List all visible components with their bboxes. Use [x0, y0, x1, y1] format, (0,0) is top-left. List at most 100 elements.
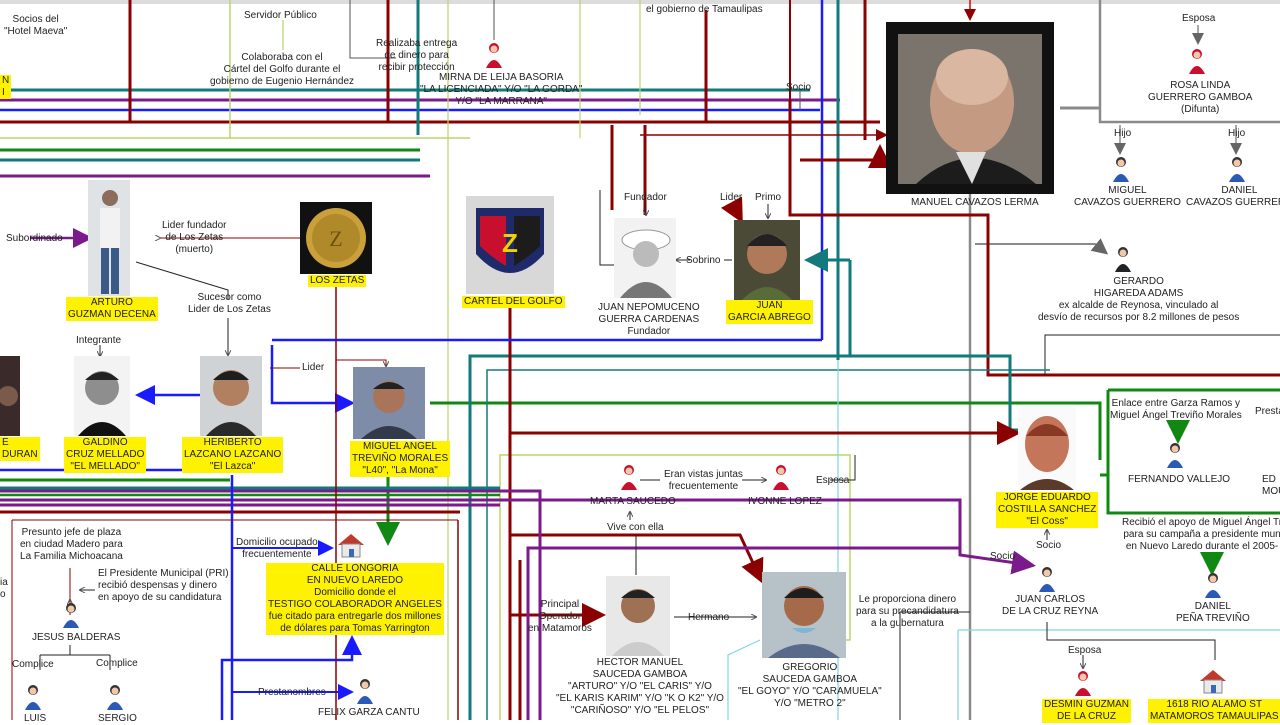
esposa-label-3: Esposa [1068, 645, 1102, 656]
principal-label: Principal Operador en Matamoros [528, 599, 592, 634]
subordinado-label: Subordinado [6, 233, 63, 244]
socio-label-3: Socio [990, 551, 1016, 562]
proporciona-label: Le proporciona dinero para su precandida… [856, 594, 959, 629]
los-zetas-badge: Z [300, 202, 372, 274]
gregorio-photo [762, 572, 846, 658]
arturo-name: ARTURO GUZMAN DECENA [66, 297, 158, 321]
hotel-socios-label: Socios del "Hotel Maeva" [4, 14, 68, 37]
person-icon-marta [621, 465, 637, 490]
cartel-golfo-name: CARTEL DEL GOLFO [462, 296, 565, 308]
galdino-name: GALDINO CRUZ MELLADO "EL MELLADO" [64, 437, 147, 473]
enlace-label: Enlace entre Garza Ramos y Miguel Ángel … [1110, 398, 1242, 421]
luis-name: LUIS [24, 713, 47, 724]
daniel-pena-name: DANIEL PEÑA TREVIÑO [1176, 601, 1250, 624]
recibio-label: Recibió el apoyo de Miguel Ángel Tr para… [1122, 517, 1280, 552]
prestanombres-label: Prestanombres [258, 687, 326, 698]
colaboraba-label: Colaboraba con el Cártel del Golfo duran… [210, 52, 354, 87]
primo-label: Primo [755, 192, 782, 203]
person-icon-juan-carlos [1039, 567, 1055, 592]
hector-name: HECTOR MANUEL SAUCEDA GAMBOA "ARTURO" Y/… [556, 657, 724, 716]
gerardo-name: GERARDO HIGAREDA ADAMS ex alcalde de Rey… [1038, 276, 1240, 323]
fundador-label: Fundador [624, 192, 667, 203]
complice-label-1: Complice [12, 659, 54, 670]
miguel-cav-name: MIGUEL CAVAZOS GUERRERO [1074, 185, 1181, 208]
svg-text:Z: Z [502, 228, 518, 258]
hector-photo [606, 576, 670, 656]
eran-vistas-label: Eran vistas juntas frecuentemente [664, 469, 743, 492]
jorge-costilla-photo [1018, 406, 1076, 490]
person-icon-daniel-cav [1229, 157, 1245, 182]
person-icon-miguel-cav [1113, 157, 1129, 182]
calle-longoria-name: CALLE LONGORIA EN NUEVO LAREDO Domicilio… [266, 563, 444, 635]
person-icon-daniel-pena [1205, 573, 1221, 598]
marta-name: MARTA SAUCEDO [590, 496, 676, 507]
person-icon-jesus [63, 603, 79, 628]
manuel-cavazos-photo-frame [886, 22, 1054, 194]
presunto-label: Presunto jefe de plaza en ciudad Madero … [20, 527, 123, 562]
socio-label-2: Socio [1036, 540, 1062, 551]
person-icon-luis [25, 685, 41, 710]
left-edge-name-top: N I [0, 75, 12, 99]
los-zetas-name: LOS ZETAS [308, 275, 367, 287]
sucesor-label: Sucesor como Lider de Los Zetas [188, 292, 271, 315]
esposa-label-top: Esposa [1182, 13, 1216, 24]
lider-label-2: Lider [302, 362, 325, 373]
galdino-photo [74, 356, 130, 436]
juan-garcia-name: JUAN GARCIA ABREGO [726, 300, 813, 324]
person-icon-fernando [1167, 443, 1183, 468]
gregorio-name: GREGORIO SAUCEDA GAMBOA "EL GOYO" Y/O "C… [738, 662, 882, 709]
juan-garcia-photo [734, 220, 800, 300]
juan-carlos-name: JUAN CARLOS DE LA CRUZ REYNA [1002, 594, 1099, 617]
rio-alamo-name: 1618 RIO ALAMO ST MATAMOROS TAMAULIPAS [1148, 699, 1280, 723]
left-edge-photo [0, 356, 20, 436]
realizaba-label: Realizaba entrega de dinero para recibir… [376, 38, 458, 73]
presta-label: Presta [1255, 406, 1280, 417]
person-icon-desmin [1075, 671, 1091, 696]
arturo-guzman-photo [88, 180, 130, 296]
socio-label-top: Socio [786, 82, 812, 93]
svg-text:Z: Z [329, 226, 342, 251]
rosa-name: ROSA LINDA GUERRERO GAMBOA (Difunta) [1148, 80, 1253, 115]
integrante-label: Integrante [76, 335, 122, 346]
lider-fundador-label: Lider fundador de Los Zetas (muerto) [162, 220, 227, 255]
ivonne-name: IVONNE LOPEZ [748, 496, 822, 507]
sobrino-label: Sobrino [686, 255, 721, 266]
miguel-angel-photo [353, 367, 425, 439]
mirna-name: MIRNA DE LEIJA BASORIA "LA LICENCIADA" Y… [420, 72, 583, 107]
heriberto-photo [200, 356, 262, 436]
person-icon-mirna [486, 43, 502, 68]
jorge-name: JORGE EDUARDO COSTILLA SANCHEZ "El Coss" [996, 492, 1099, 528]
sergio-name: SERGIO [98, 713, 137, 724]
manuel-name: MANUEL CAVAZOS LERMA [911, 197, 1039, 208]
jesus-name: JESUS BALDERAS [32, 632, 121, 643]
house-icon-rio-alamo [1200, 670, 1226, 694]
person-icon-rosa [1189, 49, 1205, 74]
manuel-cavazos-portrait [898, 34, 1042, 184]
hijo-label-1: Hijo [1114, 128, 1132, 139]
cartel-del-golfo-shield: Z [466, 196, 554, 294]
person-icon-gerardo [1115, 247, 1131, 272]
hermano-label: Hermano [688, 612, 730, 623]
hijo-label-2: Hijo [1228, 128, 1246, 139]
juan-nep-name: JUAN NEPOMUCENO GUERRA CARDENAS Fundador [598, 302, 700, 337]
miguel-angel-name: MIGUEL ANGEL TREVIÑO MORALES "L40", "La … [350, 441, 451, 477]
esposa-label-2: Esposa [816, 475, 850, 486]
person-icon-sergio [107, 685, 123, 710]
vive-label: Vive con ella [607, 522, 664, 533]
servidor-label: Servidor Público [244, 10, 317, 21]
ed-name: ED MOU [1262, 474, 1280, 497]
fernando-name: FERNANDO VALLEJO [1128, 474, 1231, 485]
left-edge-name: E DURAN [0, 437, 40, 461]
tamaulipas-label: el gobierno de Tamaulipas [646, 4, 763, 15]
person-icon-ivonne [773, 465, 789, 490]
heriberto-name: HERIBERTO LAZCANO LAZCANO "El Lazca" [182, 437, 284, 473]
desmin-name: DESMIN GUZMAN DE LA CRUZ [1042, 699, 1131, 723]
juan-nepomuceno-photo [614, 218, 676, 298]
felix-name: FELIX GARZA CANTU [318, 707, 420, 718]
lider-label: Lider [720, 192, 743, 203]
left-edge-label-c: ia o [0, 577, 8, 600]
presidente-label: El Presidente Municipal (PRI) recibió de… [98, 568, 229, 603]
complice-label-2: Complice [96, 658, 138, 669]
person-icon-felix [357, 679, 373, 704]
